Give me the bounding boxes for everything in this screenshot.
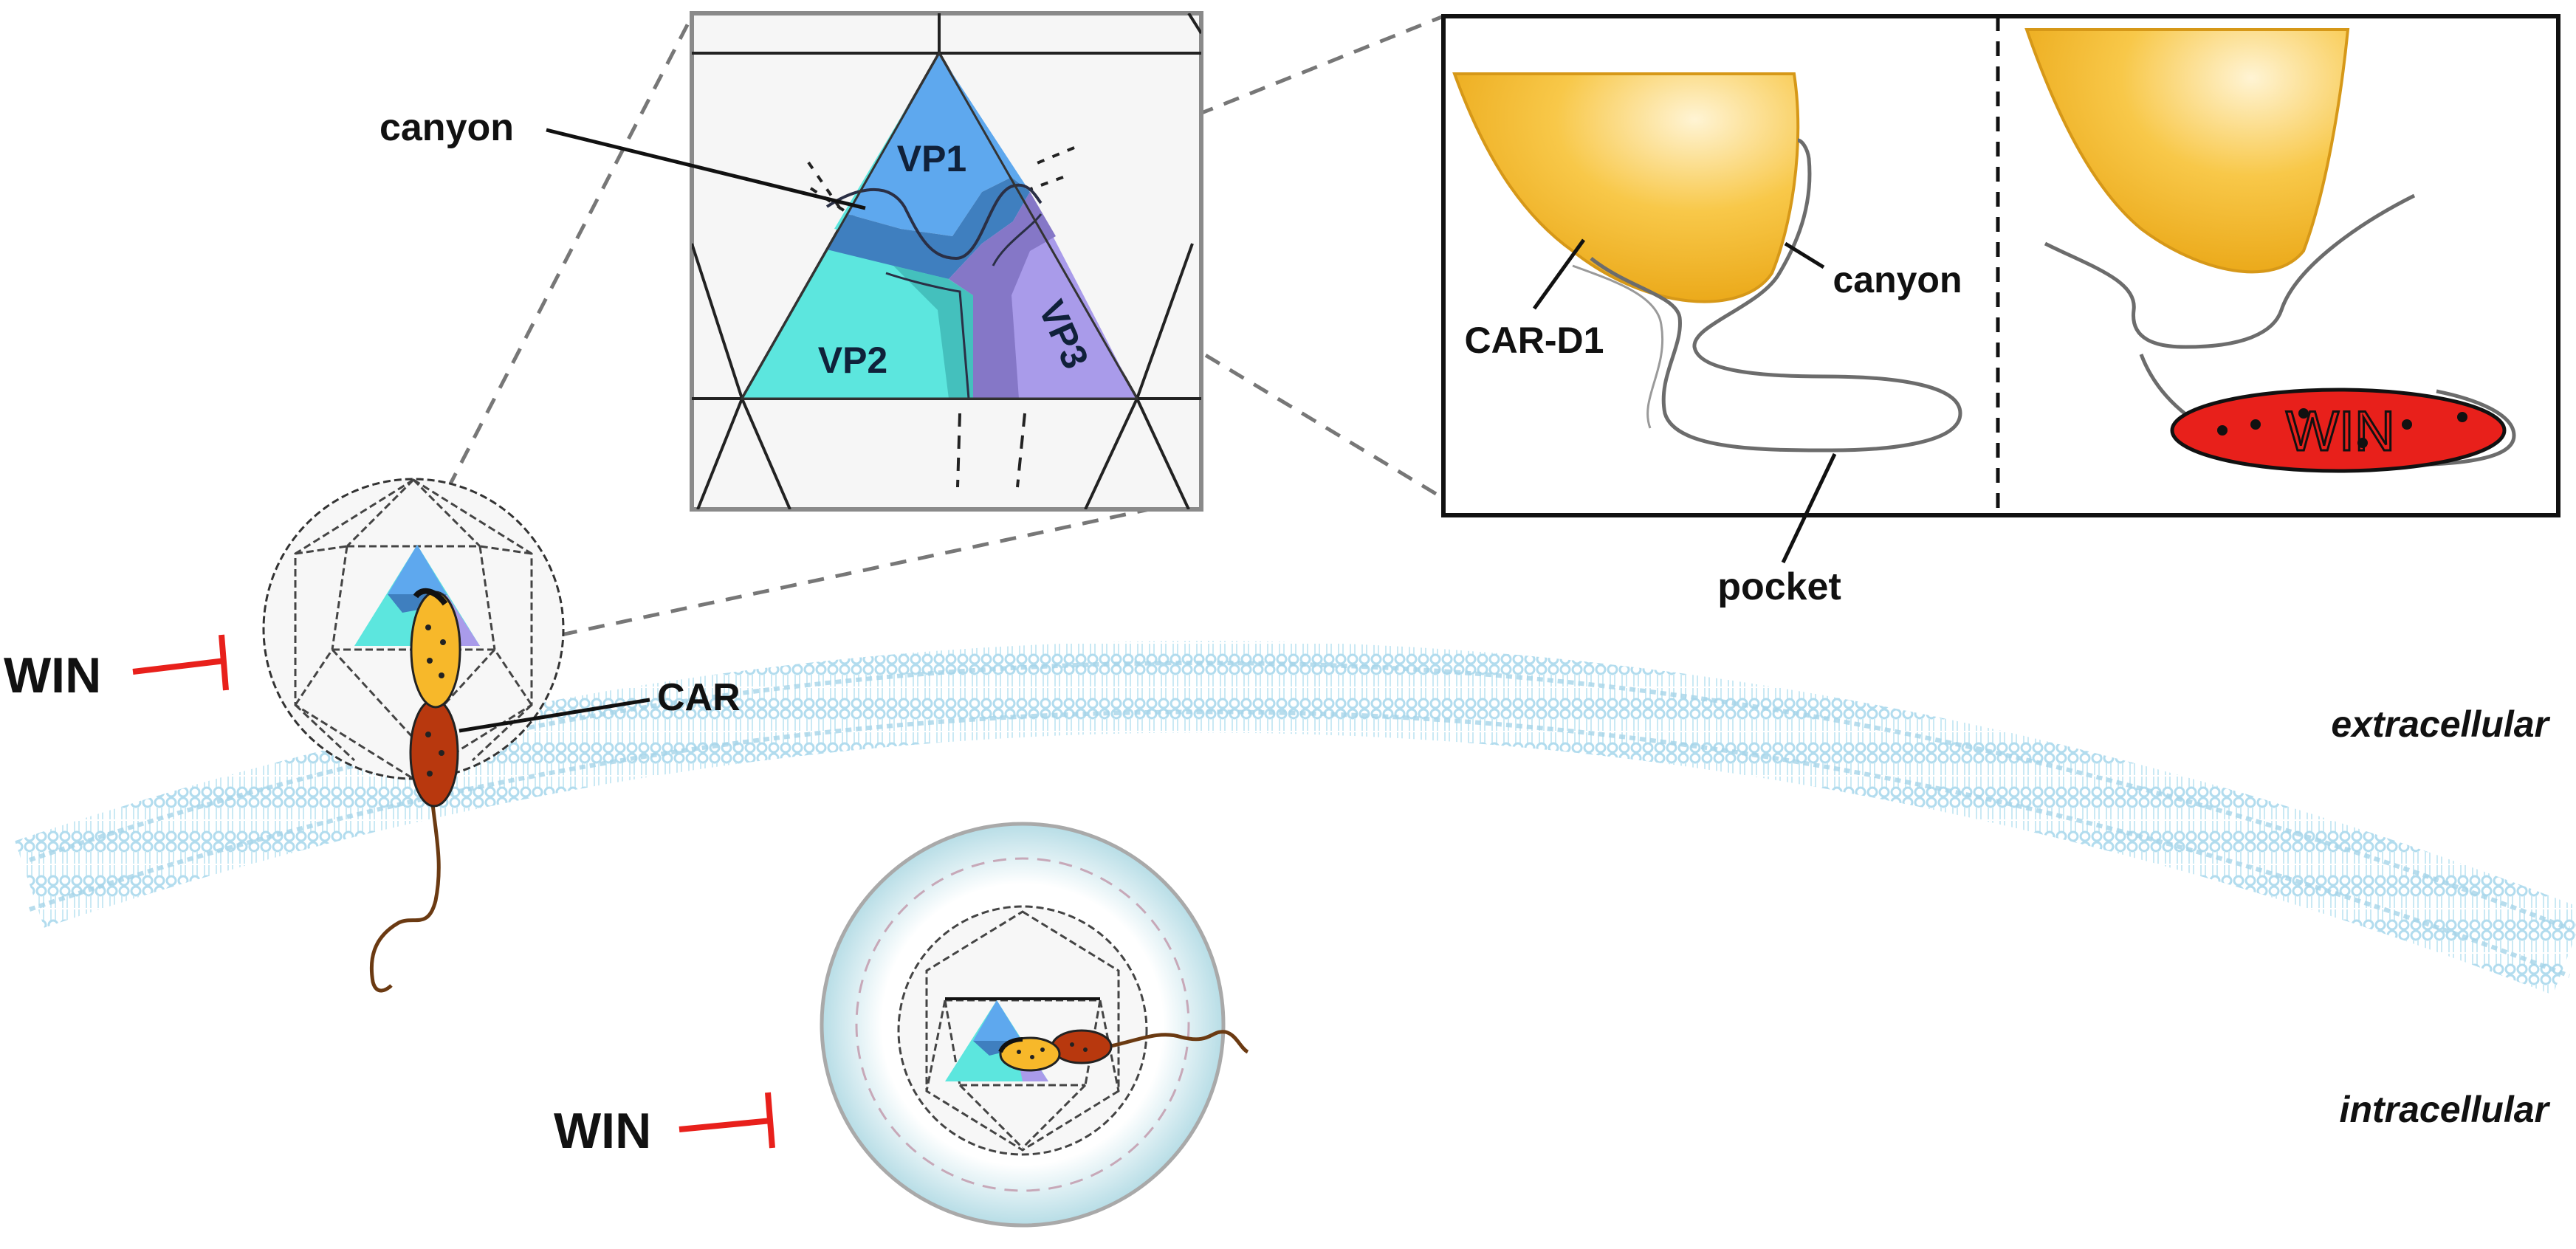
win-molecule [2170, 388, 2507, 473]
car-d1-domain-bound [2024, 28, 2350, 274]
extracellular-label: extracellular [2331, 703, 2550, 745]
endosome-vesicle [820, 822, 1249, 1228]
inhibition-symbol-left [132, 634, 229, 691]
car-label: CAR [657, 676, 741, 719]
pocket-label: pocket [1717, 565, 1841, 608]
canyon-pointer [546, 128, 866, 210]
intracellular-label: intracellular [2340, 1089, 2551, 1130]
canyon-region [827, 177, 1030, 279]
inhibition-symbol-bottom [679, 1092, 775, 1149]
win-atoms [2217, 408, 2467, 448]
vp1-region [848, 53, 1030, 236]
canyon-label: canyon [379, 106, 514, 149]
binding-detail-inset: CAR-D1 canyon WIN [1441, 14, 2560, 517]
vp1-label: VP1 [897, 138, 967, 179]
win-molecule-label: WIN [2286, 400, 2395, 463]
car-receptor [369, 588, 461, 993]
vp2-label: VP2 [818, 340, 888, 381]
car-d1-domain [1452, 72, 1800, 303]
canyon-pocket-outline [1590, 138, 1962, 453]
win-inhibitor-label-bottom: WIN [554, 1103, 651, 1159]
capsid-face-inset: VP1 VP2 VP3 [690, 11, 1203, 512]
car-d1-label: CAR-D1 [1465, 320, 1604, 361]
canyon-detail-label: canyon [1833, 259, 1962, 300]
vp3-dark-region [949, 192, 1056, 399]
vp2-region [742, 53, 973, 399]
win-inhibitor-label-left: WIN [4, 647, 101, 703]
